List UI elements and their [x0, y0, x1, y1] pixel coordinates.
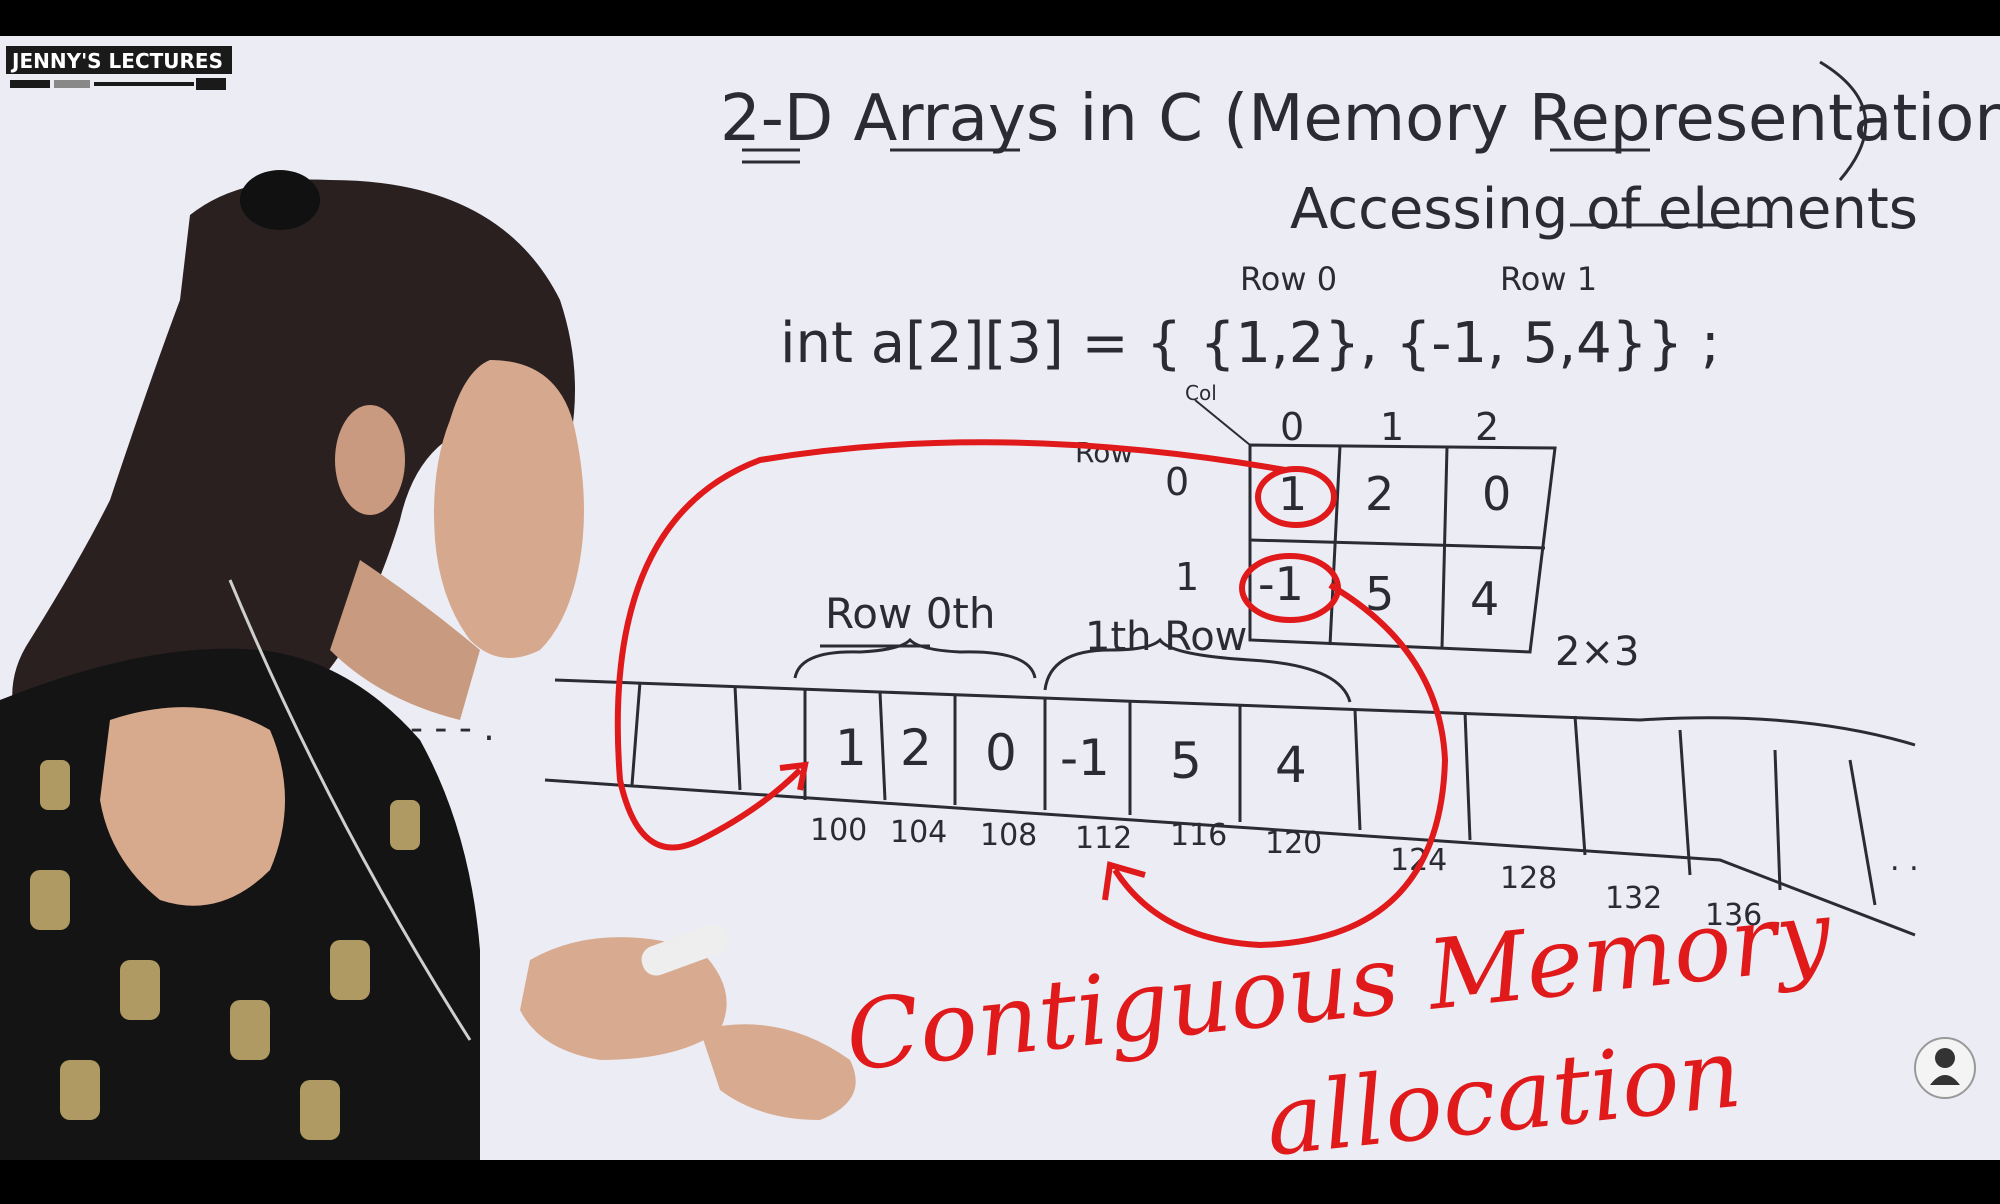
row0-brace	[793, 637, 1037, 679]
red-arrow-to-row0	[614, 439, 1286, 851]
matrix-cell-0-2: 0	[1482, 467, 1511, 521]
row1-annotation: Row 1	[1500, 260, 1597, 298]
address-1: 104	[890, 815, 947, 850]
memory-cell-3: -1	[1060, 729, 1110, 787]
matrix-cell-1-0: -1	[1258, 557, 1304, 611]
address-7: 128	[1500, 861, 1557, 896]
col-index-1: 1	[1380, 405, 1404, 449]
row-index-1: 1	[1175, 555, 1199, 599]
address-9: 136	[1705, 898, 1762, 933]
title-line-2: Accessing of elements	[1290, 177, 1918, 242]
highlight-circle-first	[1255, 466, 1337, 528]
row0th-label: Row 0th	[825, 589, 996, 638]
memory-cell-4: 5	[1170, 732, 1202, 790]
matrix-size-label: 2×3	[1555, 629, 1639, 675]
logo-text: JENNY'S LECTURES	[10, 49, 223, 73]
matrix-cell-1-2: 4	[1470, 572, 1499, 626]
title-paren	[1819, 60, 1868, 181]
col-label: Col	[1185, 381, 1217, 405]
address-4: 116	[1170, 818, 1227, 853]
row-header-label: Row	[1075, 436, 1133, 469]
row1-brace	[1043, 637, 1352, 703]
red-arrow-to-row1	[1112, 582, 1449, 949]
matrix-cell-0-0: 1	[1278, 467, 1307, 521]
row-index-0: 0	[1165, 460, 1189, 504]
memory-cell-1: 2	[900, 719, 932, 777]
row0-annotation: Row 0	[1240, 260, 1337, 298]
memory-strip: - - - . 1 2 0 -1 5 4 100 104 108 112	[410, 678, 1919, 937]
matrix-table: Row 0 1 2 0 1 1 2 0 -1 5 4 2×3	[1075, 405, 1639, 675]
address-2: 108	[980, 818, 1037, 853]
channel-logo: JENNY'S LECTURES	[6, 46, 232, 90]
col-index-2: 2	[1475, 405, 1499, 449]
array-declaration: int a[2][3] = { {1,2}, {-1, 5,4}} ;	[780, 311, 1720, 376]
title-line-1: 2-D Arrays in C (Memory Representation &	[720, 82, 2000, 156]
address-5: 120	[1265, 826, 1322, 861]
address-8: 132	[1605, 881, 1662, 916]
matrix-cell-0-1: 2	[1365, 467, 1394, 521]
memory-cell-0: 1	[835, 719, 867, 777]
address-0: 100	[810, 813, 867, 848]
memory-cell-2: 0	[985, 724, 1017, 782]
col-index-0: 0	[1280, 405, 1304, 449]
address-3: 112	[1075, 821, 1132, 856]
presenter	[0, 170, 856, 1160]
row1th-label: 1th Row	[1085, 614, 1247, 660]
dots-right: . .	[1890, 843, 1919, 878]
memory-cell-5: 4	[1275, 736, 1307, 794]
